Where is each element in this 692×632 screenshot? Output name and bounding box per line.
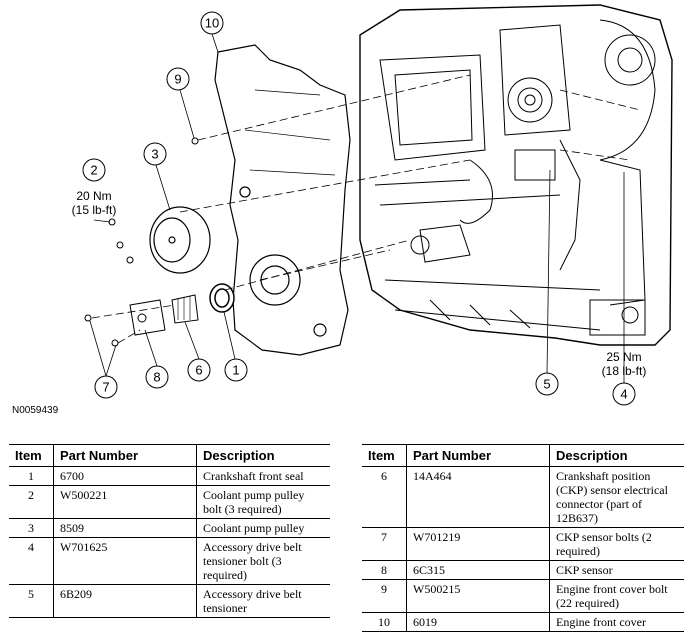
row-part-number: 6700 — [53, 466, 197, 486]
torque-2-nm: 20 Nm — [76, 189, 111, 203]
row-part-number: 6B209 — [53, 584, 197, 618]
row-description: Crankshaft front seal — [196, 466, 330, 486]
row-part-number: 6C315 — [406, 560, 550, 580]
row-part-number: 8509 — [53, 518, 197, 538]
alignment-lines — [91, 74, 641, 344]
callout-label-6: 6 — [195, 363, 202, 378]
exploded-view-diagram: 10 9 2 3 1 6 8 7 5 4 20 Nm (15 lb-ft) 25… — [12, 4, 673, 416]
table-row: 7 W701219 CKP sensor bolts (2 required) — [362, 527, 684, 561]
header-part-number: Part Number — [53, 444, 197, 467]
table-row: 6 14A464 Crankshaft position (CKP) senso… — [362, 466, 684, 528]
torque-4-lbft: (18 lb-ft) — [602, 364, 647, 378]
row-description: CKP sensor — [549, 560, 684, 580]
callout-1 — [224, 358, 248, 382]
row-part-number: W701625 — [53, 537, 197, 585]
table-row: 3 8509 Coolant pump pulley — [9, 518, 330, 538]
parts-table-left: Item Part Number Description 1 6700 Cran… — [9, 444, 330, 618]
crankshaft-seal-illustration — [209, 283, 235, 313]
figure-code: N0059439 — [12, 405, 59, 416]
callout-label-2: 2 — [90, 163, 97, 178]
torque-4-nm: 25 Nm — [606, 350, 641, 364]
table-row: 4 W701625 Accessory drive belt tensioner… — [9, 537, 330, 585]
row-item: 7 — [362, 527, 407, 561]
row-item: 5 — [9, 584, 54, 618]
row-description: Engine front cover bolt (22 required) — [549, 579, 684, 613]
callout-6 — [187, 358, 211, 382]
row-item: 8 — [362, 560, 407, 580]
header-item: Item — [362, 444, 407, 467]
row-item: 1 — [9, 466, 54, 486]
row-description: Coolant pump pulley bolt (3 required) — [196, 485, 330, 519]
engine-front-cover-illustration — [214, 44, 351, 356]
leader-lines — [89, 33, 625, 383]
row-part-number: W500221 — [53, 485, 197, 519]
parts-table-right: Item Part Number Description 6 14A464 Cr… — [362, 444, 684, 632]
callout-label-10: 10 — [205, 16, 219, 31]
table-row: 10 6019 Engine front cover — [362, 612, 684, 632]
callout-label-5: 5 — [543, 377, 550, 392]
bolts — [84, 137, 199, 347]
row-part-number: 14A464 — [406, 466, 550, 528]
row-description: Crankshaft position (CKP) sensor electri… — [549, 466, 684, 528]
callout-label-1: 1 — [232, 363, 239, 378]
row-item: 6 — [362, 466, 407, 528]
table-row: 9 W500215 Engine front cover bolt (22 re… — [362, 579, 684, 613]
callout-label-3: 3 — [151, 147, 158, 162]
engine-block-illustration — [359, 4, 673, 346]
table-header-row: Item Part Number Description — [9, 444, 330, 467]
callout-10 — [200, 11, 224, 35]
row-item: 3 — [9, 518, 54, 538]
coolant-pump-pulley-illustration — [149, 206, 211, 274]
row-description: Coolant pump pulley — [196, 518, 330, 538]
row-description: Accessory drive belt tensioner — [196, 584, 330, 618]
header-item: Item — [9, 444, 54, 467]
table-row: 8 6C315 CKP sensor — [362, 560, 684, 580]
table-row: 5 6B209 Accessory drive belt tensioner — [9, 584, 330, 618]
row-item: 10 — [362, 612, 407, 632]
table-row: 2 W500221 Coolant pump pulley bolt (3 re… — [9, 485, 330, 519]
callout-7 — [94, 375, 118, 399]
row-part-number: W500215 — [406, 579, 550, 613]
callout-label-4: 4 — [620, 387, 627, 402]
row-item: 2 — [9, 485, 54, 519]
row-description: Engine front cover — [549, 612, 684, 632]
row-description: Accessory drive belt tensioner bolt (3 r… — [196, 537, 330, 585]
callout-8 — [145, 365, 169, 389]
header-description: Description — [549, 444, 684, 467]
callout-5 — [535, 372, 559, 396]
row-part-number: 6019 — [406, 612, 550, 632]
callout-label-7: 7 — [102, 380, 109, 395]
row-item: 4 — [9, 537, 54, 585]
header-part-number: Part Number — [406, 444, 550, 467]
callout-4 — [612, 382, 636, 406]
callout-2 — [82, 158, 106, 182]
row-description: CKP sensor bolts (2 required) — [549, 527, 684, 561]
ckp-sensor-illustration — [129, 294, 199, 336]
table-header-row: Item Part Number Description — [362, 444, 684, 467]
callout-3 — [143, 142, 167, 166]
callout-label-9: 9 — [174, 72, 181, 87]
table-row: 1 6700 Crankshaft front seal — [9, 466, 330, 486]
callout-label-8: 8 — [153, 370, 160, 385]
row-item: 9 — [362, 579, 407, 613]
row-part-number: W701219 — [406, 527, 550, 561]
header-description: Description — [196, 444, 330, 467]
torque-2-lbft: (15 lb-ft) — [72, 203, 117, 217]
callout-9 — [166, 67, 190, 91]
